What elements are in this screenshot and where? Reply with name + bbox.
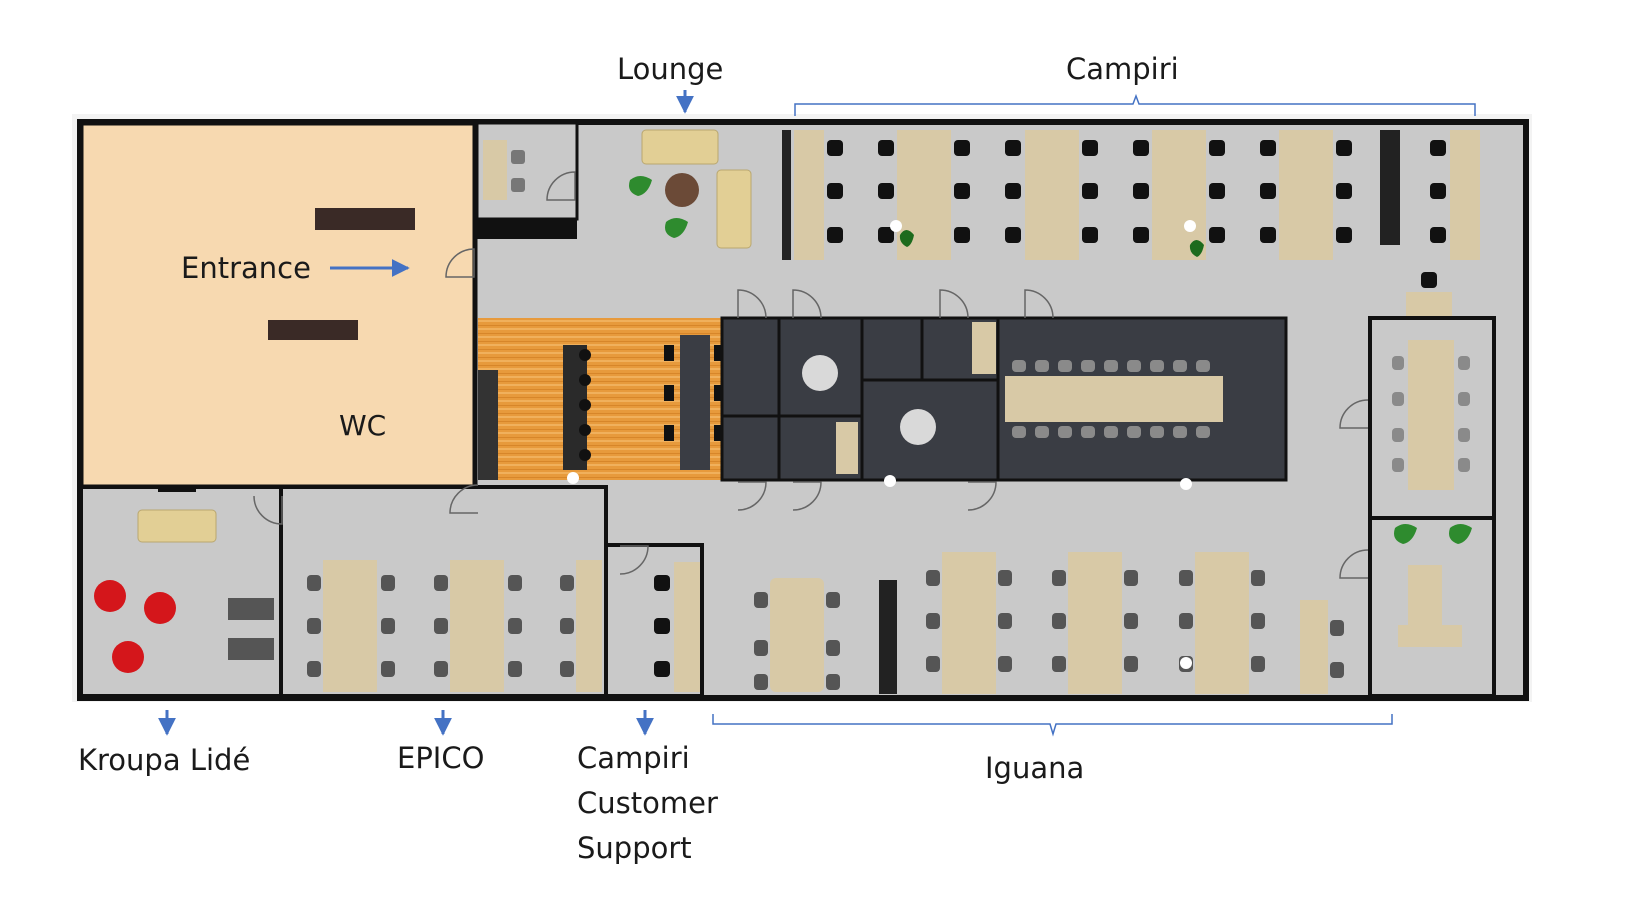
light-fixture <box>890 220 902 232</box>
annotation-pointers <box>158 90 694 736</box>
wall-divider <box>879 580 897 694</box>
campiri-desk <box>1025 130 1079 260</box>
kitchen-counter <box>478 370 498 480</box>
entrance-door <box>445 248 475 278</box>
support-desk <box>674 562 700 692</box>
corner-desk <box>1398 625 1462 647</box>
round-table <box>802 355 838 391</box>
plant <box>1189 240 1204 257</box>
dining-table <box>680 335 710 470</box>
chair <box>511 150 525 164</box>
campiri-desk <box>1279 130 1333 260</box>
reception-counter <box>315 208 415 230</box>
light-fixture <box>567 472 579 484</box>
campiri-desk <box>794 130 824 260</box>
device <box>228 598 274 620</box>
plant <box>665 218 688 238</box>
side-meeting-chairs <box>1392 356 1470 472</box>
wall-divider <box>782 130 791 260</box>
light-fixture <box>884 475 896 487</box>
label-lounge: Lounge <box>617 52 724 86</box>
chair <box>511 178 525 192</box>
doors <box>253 289 1369 579</box>
label-campiri-support-line2: Customer <box>577 786 718 820</box>
wall-segment <box>477 219 577 239</box>
meeting-room <box>720 414 781 482</box>
campiri-brace <box>794 93 1476 116</box>
kroupa-sofa <box>137 509 217 543</box>
iguana-desk <box>1068 552 1122 694</box>
plant <box>1449 524 1472 544</box>
label-kroupa-lide: Kroupa Lidé <box>78 743 251 777</box>
tv <box>158 486 196 492</box>
iguana-desk <box>1300 600 1328 694</box>
beanbag <box>144 592 176 624</box>
campiri-desk <box>1450 130 1480 260</box>
device <box>228 638 274 660</box>
meeting-room <box>860 316 924 382</box>
campiri-desk <box>1152 130 1206 260</box>
light-fixture <box>1184 220 1196 232</box>
label-epico: EPICO <box>397 741 485 775</box>
boardroom-chairs <box>1012 360 1210 438</box>
light-fixture <box>1180 657 1192 669</box>
meeting-room <box>720 316 781 418</box>
meeting-desk <box>972 322 996 374</box>
wall-divider <box>1380 130 1400 245</box>
iguana-brace <box>712 714 1393 737</box>
epico-desk <box>323 560 377 692</box>
plant <box>1394 524 1417 544</box>
plant <box>899 230 914 247</box>
beanbag <box>112 641 144 673</box>
chair <box>1421 272 1437 288</box>
light-fixture <box>1180 478 1192 490</box>
label-iguana: Iguana <box>985 751 1085 785</box>
plant <box>629 176 652 196</box>
round-table <box>900 409 936 445</box>
epico-chairs <box>307 575 574 677</box>
lounge-table <box>665 173 699 207</box>
label-entrance: Entrance <box>181 251 311 285</box>
label-campiri-support-line1: Campiri <box>577 741 690 775</box>
label-campiri: Campiri <box>1066 52 1179 86</box>
support-chairs <box>654 575 670 677</box>
iguana-desk <box>942 552 996 694</box>
iguana-desk <box>1195 552 1249 694</box>
side-meeting-table <box>1408 340 1454 490</box>
office-door <box>546 171 576 201</box>
lounge-sofa <box>641 129 719 165</box>
iguana-chairs <box>754 570 1344 690</box>
epico-desk <box>576 560 602 692</box>
label-wc: WC <box>339 409 387 442</box>
entrance-area <box>78 120 478 490</box>
meeting-desk <box>836 422 858 474</box>
beanbag <box>94 580 126 612</box>
bar-stools <box>579 345 724 461</box>
campiri-chairs <box>827 140 1446 243</box>
small-desk <box>483 140 507 200</box>
small-desk <box>1406 292 1452 316</box>
lounge-armchair <box>716 169 752 249</box>
epico-desk <box>450 560 504 692</box>
corner-office <box>1368 516 1496 698</box>
boardroom-table <box>1005 376 1223 422</box>
label-campiri-support-line3: Support <box>577 831 692 865</box>
iguana-desk <box>770 578 824 692</box>
bench <box>268 320 358 340</box>
